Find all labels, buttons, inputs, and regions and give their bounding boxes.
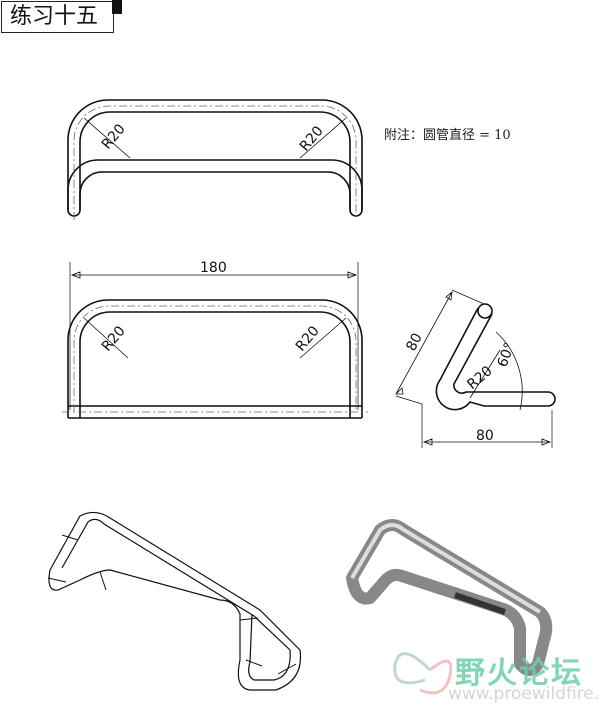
isometric-shaded-model — [346, 519, 553, 676]
top-view-front-tube — [67, 159, 363, 210]
dim-side-base: 80 — [476, 428, 494, 444]
title-tab-decoration — [112, 0, 122, 14]
exercise-title: 练习十五 — [1, 1, 114, 33]
front-view-bottom-bar — [68, 405, 362, 419]
dim-side-angle: 60° — [495, 341, 519, 370]
tube-diameter-note: 附注：圆管直径 = 10 — [384, 128, 511, 143]
isometric-wireframe — [48, 511, 302, 691]
side-view-tube — [435, 307, 548, 411]
dim-side-leg: 80 — [403, 331, 425, 354]
top-view-back-tube — [67, 99, 363, 210]
dim-width: 180 — [200, 260, 227, 276]
watermark-url: www.proewildfire.cn — [448, 684, 600, 704]
dim-front-radius-right: R20 — [293, 323, 323, 354]
dim-side-radius: R20 — [464, 363, 495, 393]
watermark-logo-icon — [393, 652, 453, 695]
front-view-tube — [67, 299, 363, 418]
dim-top-radius-left: R20 — [99, 121, 129, 152]
watermark-name: 野火论坛 — [455, 656, 583, 691]
dim-front-radius-left: R20 — [99, 323, 129, 354]
